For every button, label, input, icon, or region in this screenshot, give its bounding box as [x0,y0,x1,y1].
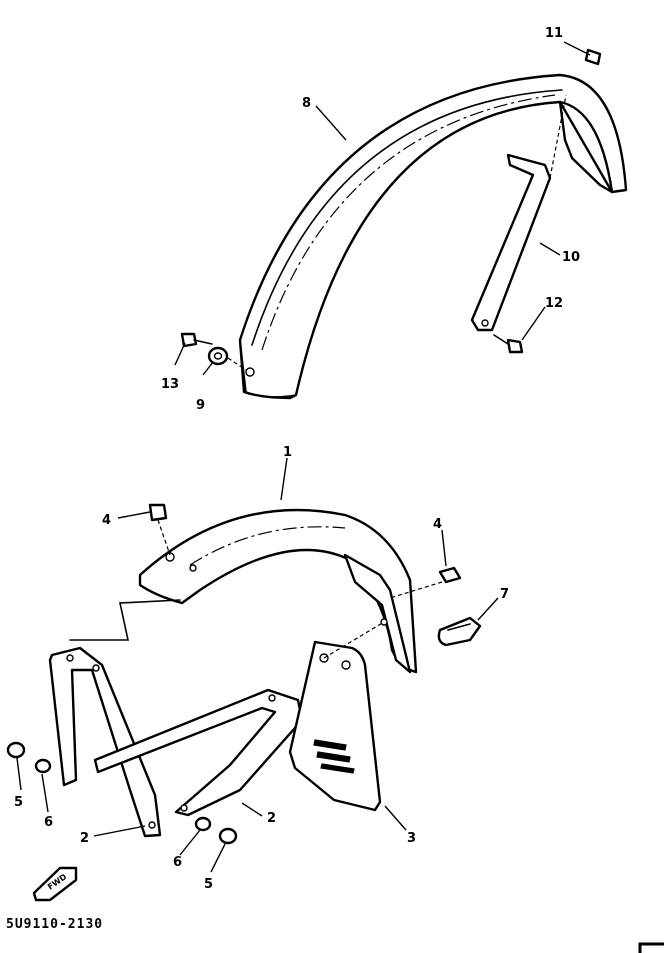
callout-8: 8 [302,96,311,111]
callout-5-left: 5 [14,795,23,810]
callout-1: 1 [283,445,292,460]
callout-13: 13 [161,377,179,392]
callout-2-right: 2 [267,811,276,826]
leader-lines [16,41,591,873]
bolt-13 [180,332,213,348]
fwd-indicator: FWD [32,866,78,902]
callout-6-right: 6 [173,855,182,870]
washer-6-right [194,816,212,832]
support-bracket-left [48,646,162,838]
washer-6-left [34,758,52,774]
callout-labels: 11 8 10 12 13 9 1 4 4 7 5 6 2 2 3 6 5 [14,26,580,892]
fender-stay [470,94,567,332]
callout-6-left: 6 [44,815,53,830]
nut-5-right [218,827,238,845]
bolt-11 [584,48,602,66]
callout-5-right: 5 [204,877,213,892]
rear-fender [138,508,418,674]
washer-9 [207,346,247,371]
break-line [69,599,181,641]
bolt-4-left [148,503,171,556]
front-fender [238,73,628,400]
reflector [437,616,482,647]
callout-11: 11 [545,26,563,41]
callout-10: 10 [562,250,580,265]
bolt-12 [493,334,524,354]
flap-emblem [313,739,355,774]
nut-5-left [6,741,26,759]
bolt-4-right [389,566,462,599]
callout-4-right: 4 [433,517,442,532]
callout-9: 9 [196,398,205,413]
diagram-code: 5U9110-2130 [6,917,103,932]
callout-2-left: 2 [80,831,89,846]
callout-3: 3 [407,831,416,846]
mud-flap [288,621,385,812]
corner-mark [638,942,664,953]
callout-12: 12 [545,296,563,311]
callout-4-left: 4 [102,513,111,528]
callout-7: 7 [500,587,509,602]
support-bracket-right [93,688,304,817]
